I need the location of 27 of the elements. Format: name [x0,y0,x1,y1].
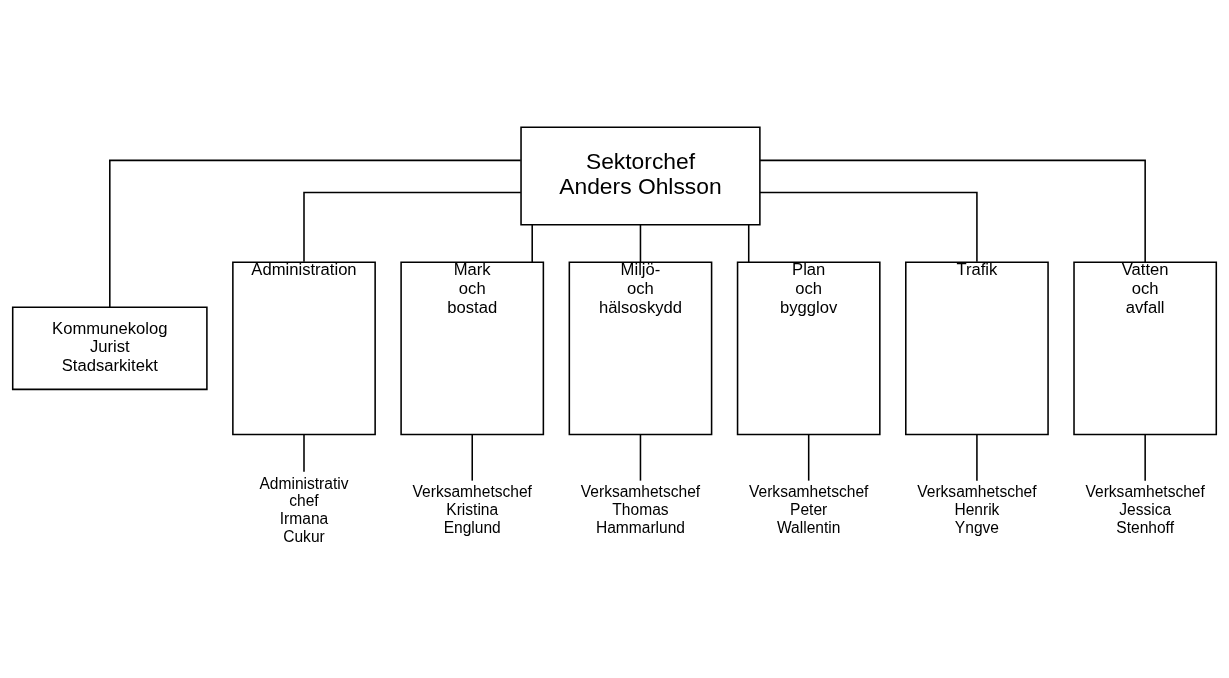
node-text: Verksamhetschef Jessica Stenhoff [1085,483,1205,536]
connector [639,224,642,263]
connector [759,191,978,263]
node-text: Verksamhetschef Henrik Yngve [917,483,1037,536]
connector [976,433,978,482]
node-box: Kommunekolog Jurist Stadsarkitekt [11,306,208,391]
node-box: Plan och bygglov [736,261,881,436]
node-box: Mark och bostad [400,261,545,436]
connector [747,224,750,263]
node-box: Vatten och avfall [1073,261,1218,436]
node-text: Verksamhetschef Thomas Hammarlund [580,483,701,536]
connector [1144,433,1146,482]
node-text: Verksamhetschef Peter Wallentin [749,483,869,536]
connector [807,433,810,482]
connector [531,224,533,263]
node-box: Sektorchef Anders Ohlsson [520,126,761,226]
node-text: Administrativ chef Irmana Cukur [259,474,349,545]
node-box: Miljö- och hälsoskydd [568,261,713,436]
connector [471,433,473,482]
connector [303,191,522,263]
connector [759,159,1146,263]
node-text: Verksamhetschef Kristina Englund [412,483,532,536]
connector [303,433,305,473]
node-box: Administration [232,261,376,436]
node-box: Trafik [905,261,1049,436]
connector [639,433,642,482]
connector [109,159,522,308]
